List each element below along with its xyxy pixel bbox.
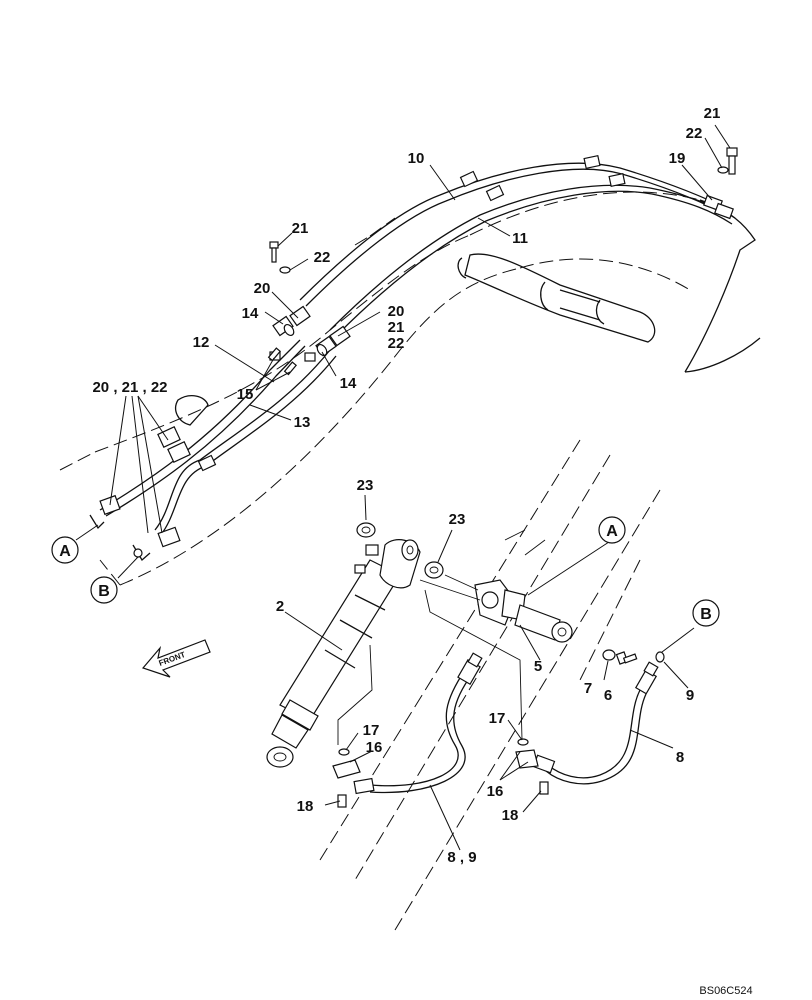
part-label-21: 21 xyxy=(292,220,309,237)
part-label-17: 17 xyxy=(489,710,506,727)
pipe-10 xyxy=(299,162,731,307)
hose-left xyxy=(353,652,483,795)
part-label-7: 7 xyxy=(584,680,592,697)
boom-outline xyxy=(59,191,761,931)
part-label-20: 20 xyxy=(254,280,271,297)
part-label-13: 13 xyxy=(294,414,311,431)
part-label-22: 22 xyxy=(686,125,703,142)
part-label-20: 20 xyxy=(388,303,405,320)
part-label-16: 16 xyxy=(366,739,383,756)
pipe-clamps-lower xyxy=(89,426,217,562)
part-label-14: 14 xyxy=(242,305,259,322)
part-label-21: 21 xyxy=(388,319,405,336)
part-label-5: 5 xyxy=(534,658,542,675)
part-label-2: 2 xyxy=(276,598,284,615)
part-label-16: 16 xyxy=(487,783,504,800)
hose-right xyxy=(532,661,659,785)
pipe-11 xyxy=(329,184,736,337)
part-label-9: 9 xyxy=(686,687,694,704)
flange-joints xyxy=(267,241,351,376)
pin-bracket-5 xyxy=(419,529,573,643)
part-number-labels: 21 22 19 10 11 21 22 20 14 20 21 22 12 1… xyxy=(92,105,720,866)
marker-b-right: B xyxy=(692,599,720,627)
part-label-18: 18 xyxy=(502,807,519,824)
marker-a-left: A xyxy=(51,536,79,564)
part-label-14: 14 xyxy=(340,375,357,392)
marker-b-left: B xyxy=(90,576,118,604)
marker-b-left-label: B xyxy=(98,583,110,600)
part-label-23: 23 xyxy=(449,511,466,528)
marker-a-left-label: A xyxy=(59,543,71,560)
pipe-clamps-upper xyxy=(459,154,734,220)
part-label-15: 15 xyxy=(237,386,254,403)
part-label-11: 11 xyxy=(512,230,528,247)
part-label-19: 19 xyxy=(669,150,686,167)
part-label-17: 17 xyxy=(363,722,380,739)
part-label-20-21-22: 20 , 21 , 22 xyxy=(92,379,167,396)
washers-23 xyxy=(356,522,444,579)
part-label-22: 22 xyxy=(388,335,405,352)
part-label-12: 12 xyxy=(193,334,210,351)
pipe-13 xyxy=(154,349,337,537)
leader-lines xyxy=(75,124,731,851)
boom-cylinder xyxy=(457,253,656,343)
mount-block xyxy=(175,395,209,426)
marker-b-right-label: B xyxy=(700,606,712,623)
part-label-23: 23 xyxy=(357,477,374,494)
part-label-8-9: 8 , 9 xyxy=(447,849,476,866)
part-label-8: 8 xyxy=(676,749,684,766)
bucket-cylinder xyxy=(266,539,421,768)
bolt-washer-top-right xyxy=(717,147,738,175)
marker-a-right-label: A xyxy=(606,523,618,540)
part-label-22: 22 xyxy=(314,249,331,266)
part-label-21: 21 xyxy=(704,105,721,122)
marker-a-right: A xyxy=(598,516,626,544)
washer-7-bolt-6 xyxy=(602,649,638,665)
o-ring-9 xyxy=(655,651,665,663)
part-label-18: 18 xyxy=(297,798,314,815)
drawing-code: BS06C524 xyxy=(699,985,752,997)
flanges-16-17 xyxy=(332,738,549,808)
part-label-6: 6 xyxy=(604,687,612,704)
part-label-10: 10 xyxy=(408,150,425,167)
pipe-12 xyxy=(99,339,306,517)
assembly-guides xyxy=(337,589,523,745)
front-direction-arrow: FRONT xyxy=(141,639,211,678)
